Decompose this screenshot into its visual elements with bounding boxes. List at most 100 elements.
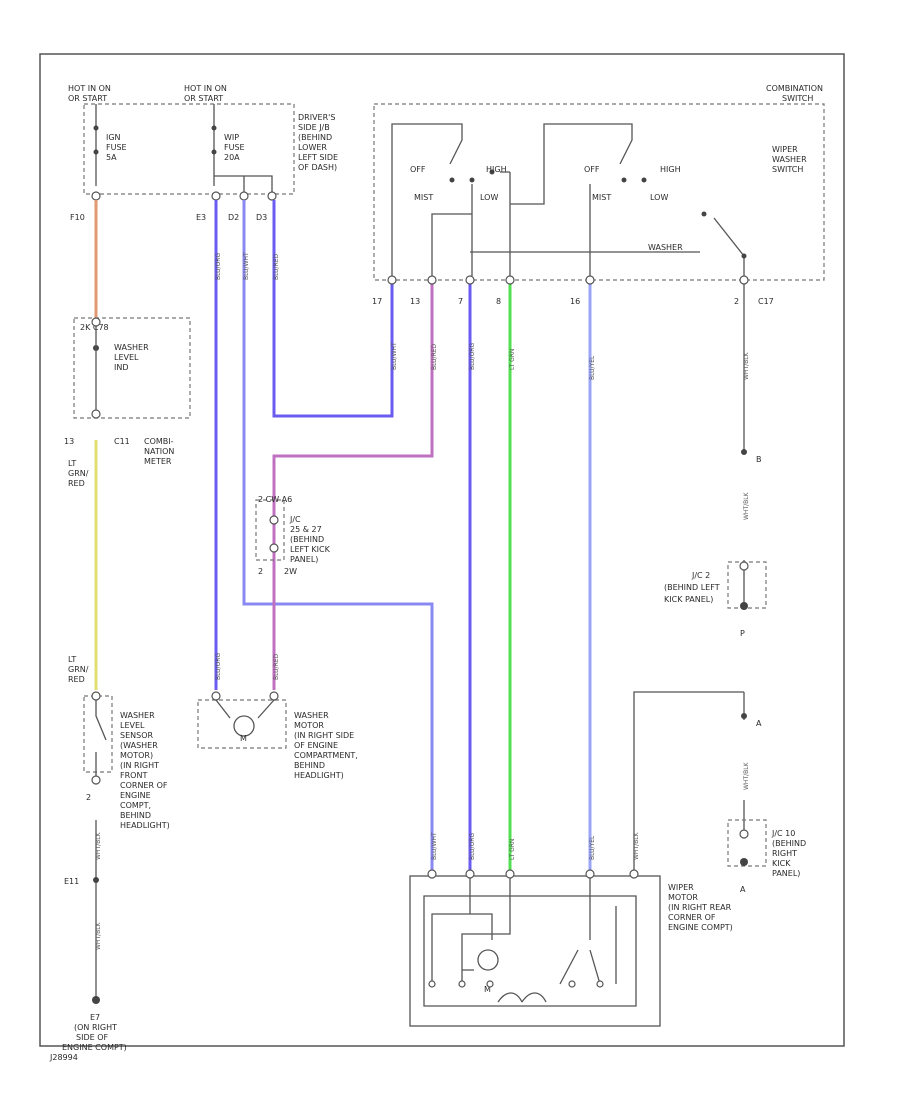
sw-pin-16: 16 [570, 297, 580, 306]
wire-color-labels: BLU/ORG BLU/RED BLU/WHT BLU/ORG LT GRN B… [215, 252, 640, 860]
wl-blu-org-3: BLU/ORG [469, 343, 476, 370]
fuse-box-outline [83, 103, 295, 195]
jc10-label-3: RIGHT [772, 849, 797, 858]
fuse-left-line1: IGN [106, 133, 121, 142]
right-pin-p: P [740, 629, 745, 638]
jc-pin-label: 2W [284, 567, 297, 576]
wl-lt-grn: LT GRN [509, 839, 516, 860]
sensor-label-6: (IN RIGHT [120, 761, 159, 770]
meter-label-1: COMBI- [144, 437, 174, 446]
wire-label-wht-blk-left: WHT/BLK [95, 831, 102, 860]
jc-label-2: 25 & 27 [290, 525, 322, 534]
wiper-motor-label-3: (IN RIGHT REAR [668, 903, 732, 912]
fuse-box-label-2: SIDE J/B [298, 123, 330, 132]
washer-motor-m: M [240, 734, 247, 743]
wl-wht-blk-m: WHT/BLK [633, 831, 640, 860]
jc-pin: 2 [258, 567, 263, 576]
sw-label-mist: MIST [414, 193, 433, 202]
washer-motor-label-7: HEADLIGHT) [294, 771, 344, 780]
sw-label-high: HIGH [486, 165, 507, 174]
meter-connector: 2K C78 [80, 323, 109, 332]
wire-violet [272, 284, 434, 690]
washer-motor-label-5: COMPARTMENT, [294, 751, 358, 760]
sensor-label-10: COMPT, [120, 801, 151, 810]
sensor-pin: 2 [86, 793, 91, 802]
fuse-right-line2: FUSE [224, 143, 245, 152]
fuse-left-line3: 5A [106, 153, 117, 162]
jc-connector: 2 CW A6 [258, 495, 292, 504]
jc2-label-3: KICK PANEL) [664, 595, 713, 604]
jc10-label-4: KICK [772, 859, 791, 868]
pin-f10: F10 [70, 213, 85, 222]
meter-wire2-1: LT [68, 655, 76, 664]
sw-label-off-2: OFF [584, 165, 600, 174]
meter-label-2: NATION [144, 447, 174, 456]
jc-label-3: (BEHIND [290, 535, 324, 544]
footer-code: J28994 [49, 1053, 78, 1062]
wire-label-wht-blk-r2: WHT/BLK [743, 491, 750, 520]
jc10-label-5: PANEL) [772, 869, 800, 878]
sw-label-mist-2: MIST [592, 193, 611, 202]
meter-wire1-1: LT [68, 459, 76, 468]
washer-level-sensor: WASHER LEVEL SENSOR (WASHER MOTOR) (IN R… [62, 691, 170, 1052]
pin-d2: D2 [228, 213, 239, 222]
jc2-label-1: J/C 2 [691, 571, 710, 580]
wire-blue-d2 [242, 200, 434, 870]
wl-blu-wht-3: BLU/WHT [243, 252, 250, 280]
sensor-label-3: SENSOR [120, 731, 153, 740]
meter-wire2-2: GRN/ [68, 665, 89, 674]
wl-blu-org-2: BLU/ORG [469, 833, 476, 860]
wl-blu-red-1: BLU/RED [273, 653, 280, 680]
wiper-motor-label-5: ENGINE COMPT) [668, 923, 733, 932]
right-side-junctions: WHT/BLK B WHT/BLK J/C 2 (BEHIND LEFT KIC… [664, 351, 806, 894]
wire-blue-d3 [272, 200, 394, 418]
pin-e3: E3 [196, 213, 206, 222]
wl-blu-org-1: BLU/ORG [215, 653, 222, 680]
wl-blu-yel: BLU/YEL [589, 835, 596, 860]
fuse-block: HOT IN ON OR START HOT IN ON OR START IG… [68, 84, 338, 222]
wiper-motor-label-1: WIPER [668, 883, 694, 892]
meter-pin: 13 [64, 437, 74, 446]
jc10-label-1: J/C 10 [771, 829, 795, 838]
sw-pin-7: 7 [458, 297, 463, 306]
wiper-switch-sub-3: SWITCH [772, 165, 803, 174]
fuse-right-line1: WIP [224, 133, 239, 142]
sw-pin-17: 17 [372, 297, 382, 306]
wire-label-wht-blk-r3: WHT/BLK [743, 761, 750, 790]
wl-blu-wht-2: BLU/WHT [391, 342, 398, 370]
washer-motor: M WASHER MOTOR (IN RIGHT SIDE OF ENGINE … [197, 691, 358, 780]
sw-pin-13: 13 [410, 297, 420, 306]
ground-label-3: SIDE OF [76, 1033, 108, 1042]
meter-wire1-3: RED [68, 479, 85, 488]
jc-label-1: J/C [289, 515, 301, 524]
fuse-box-label-4: LOWER [298, 143, 327, 152]
ground-label-4: ENGINE COMPT) [62, 1043, 127, 1052]
sensor-label-2: LEVEL [120, 721, 145, 730]
wiper-motor-label-2: MOTOR [668, 893, 698, 902]
sensor-label-8: CORNER OF [120, 781, 168, 790]
meter-label-3: METER [144, 457, 172, 466]
diagram-border [39, 53, 845, 1047]
sensor-label-7: FRONT [120, 771, 147, 780]
meter-ind-1: WASHER [114, 343, 149, 352]
wire-label-wht-blk-ground: WHT/BLK [95, 921, 102, 950]
meter-ind-2: LEVEL [114, 353, 139, 362]
hot-right-line2: OR START [184, 94, 223, 103]
fuse-left-line2: FUSE [106, 143, 127, 152]
wiper-switch-sub-1: WIPER [772, 145, 798, 154]
hot-right-line1: HOT IN ON [184, 84, 227, 93]
wires [94, 200, 745, 1000]
right-pin-b: B [756, 455, 762, 464]
wiper-motor: M WIPER MOTOR (IN RIGHT REAR CORNER OF E… [409, 869, 733, 1027]
comb-switch-title-2: SWITCH [782, 94, 813, 103]
fuse-right-line3: 20A [224, 153, 240, 162]
right-pin-a2: A [740, 885, 746, 894]
wiper-motor-box [409, 875, 661, 1027]
hot-left-line1: HOT IN ON [68, 84, 111, 93]
fuse-box-label-5: LEFT SIDE [298, 153, 338, 162]
washer-motor-label-1: WASHER [294, 711, 329, 720]
fuse-box-label-1: DRIVER'S [298, 113, 335, 122]
wiper-motor-m: M [484, 985, 491, 994]
meter-wire1-2: GRN/ [68, 469, 89, 478]
